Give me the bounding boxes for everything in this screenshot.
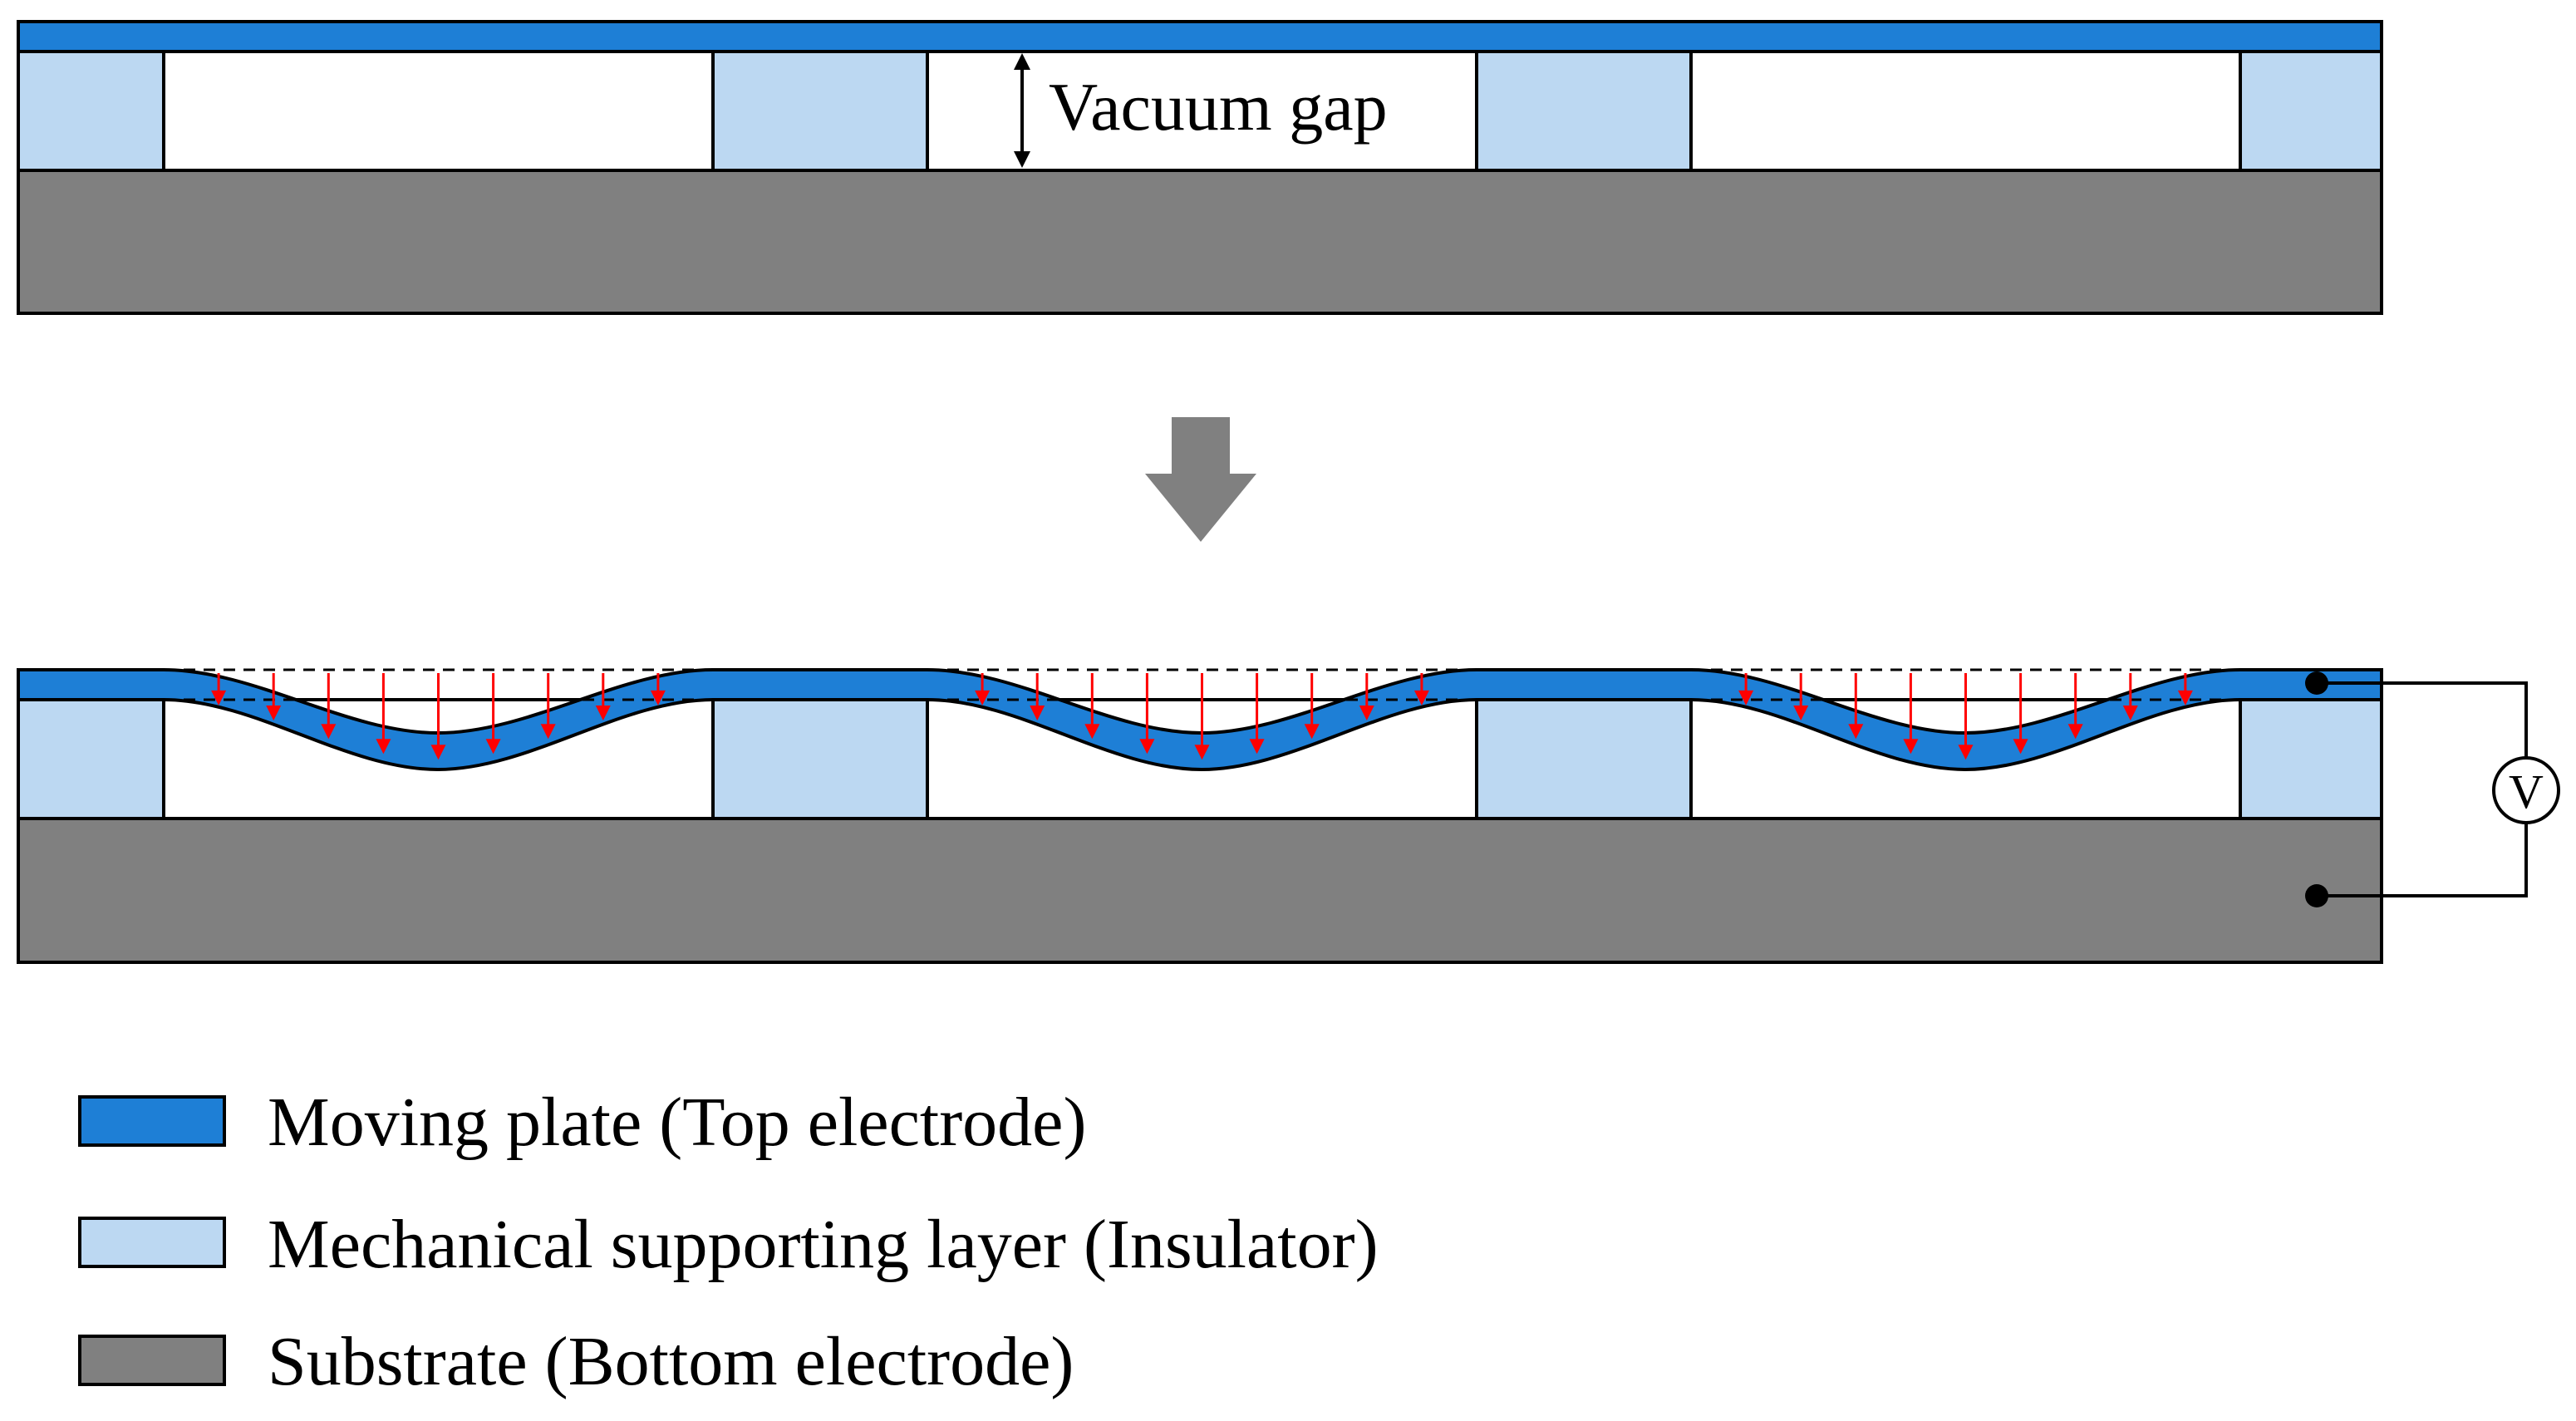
moving-plate [17,20,2383,53]
red-down-arrow-icon [1793,705,1809,720]
red-down-arrow-icon [1030,705,1045,720]
initial-state: Vacuum gap [17,20,2383,315]
red-down-arrow-icon [595,705,611,720]
legend-label-insulator: Mechanical supporting layer (Insulator) [268,1206,1379,1283]
red-down-arrow-icon [1304,724,1320,740]
voltage-circuit: V [2305,671,2560,907]
down-arrow-icon [1145,417,1256,542]
legend: Moving plate (Top electrode) Mechanical … [78,1084,1379,1400]
red-down-arrow-icon [376,739,391,755]
voltage-symbol: V [2509,765,2544,819]
electrostatic-force-arrows [211,673,2193,760]
red-down-arrow-icon [2122,705,2138,720]
insulator-support [1475,50,1693,172]
deflected-state: V [17,668,2560,964]
red-down-arrow-icon [650,690,666,706]
red-down-arrow-icon [266,705,282,720]
insulator-support [1475,698,1693,820]
red-down-arrow-icon [2013,739,2028,755]
legend-swatch-substrate [78,1335,226,1386]
red-down-arrow-icon [1738,690,1754,706]
red-down-arrow-icon [1194,745,1210,760]
circuit-wire-bottom [2317,823,2528,897]
bottom-electrode-contact [2305,884,2328,907]
legend-swatch-insulator [78,1217,226,1268]
red-down-arrow-icon [485,739,501,755]
red-down-arrow-icon [1249,739,1265,755]
red-down-arrow-icon [1084,724,1100,740]
vacuum-gap [1689,50,2242,172]
gap-dimension-arrow [1014,53,1030,168]
vacuum-gap-label: Vacuum gap [1049,69,1388,145]
insulator-support [2239,698,2383,820]
circuit-wire-top [2317,681,2528,758]
red-down-arrow-icon [321,724,337,740]
substrate [17,817,2383,964]
legend-label-moving-plate: Moving plate (Top electrode) [268,1084,1086,1161]
insulator-support [17,698,165,820]
red-down-arrow-icon [1958,745,1974,760]
red-down-arrow-icon [1848,724,1864,740]
insulator-support [711,50,929,172]
insulator-support [17,50,165,172]
red-down-arrow-icon [540,724,556,740]
red-down-arrow-icon [1139,739,1155,755]
vacuum-gap [162,50,715,172]
legend-swatch-moving-plate [78,1095,226,1147]
red-down-arrow-icon [2067,724,2083,740]
red-down-arrow-icon [1413,690,1429,706]
red-down-arrow-icon [1903,739,1919,755]
legend-label-substrate: Substrate (Bottom electrode) [268,1323,1074,1400]
top-electrode-contact [2305,671,2328,695]
red-down-arrow-icon [430,745,446,760]
red-down-arrow-icon [211,690,227,706]
insulator-support [2239,50,2383,172]
vacuum-gap [926,50,1478,172]
substrate [17,169,2383,315]
red-down-arrow-icon [975,690,991,706]
insulator-support [711,698,929,820]
red-down-arrow-icon [1359,705,1374,720]
voltmeter-icon [2492,756,2560,824]
red-down-arrow-icon [2177,690,2193,706]
